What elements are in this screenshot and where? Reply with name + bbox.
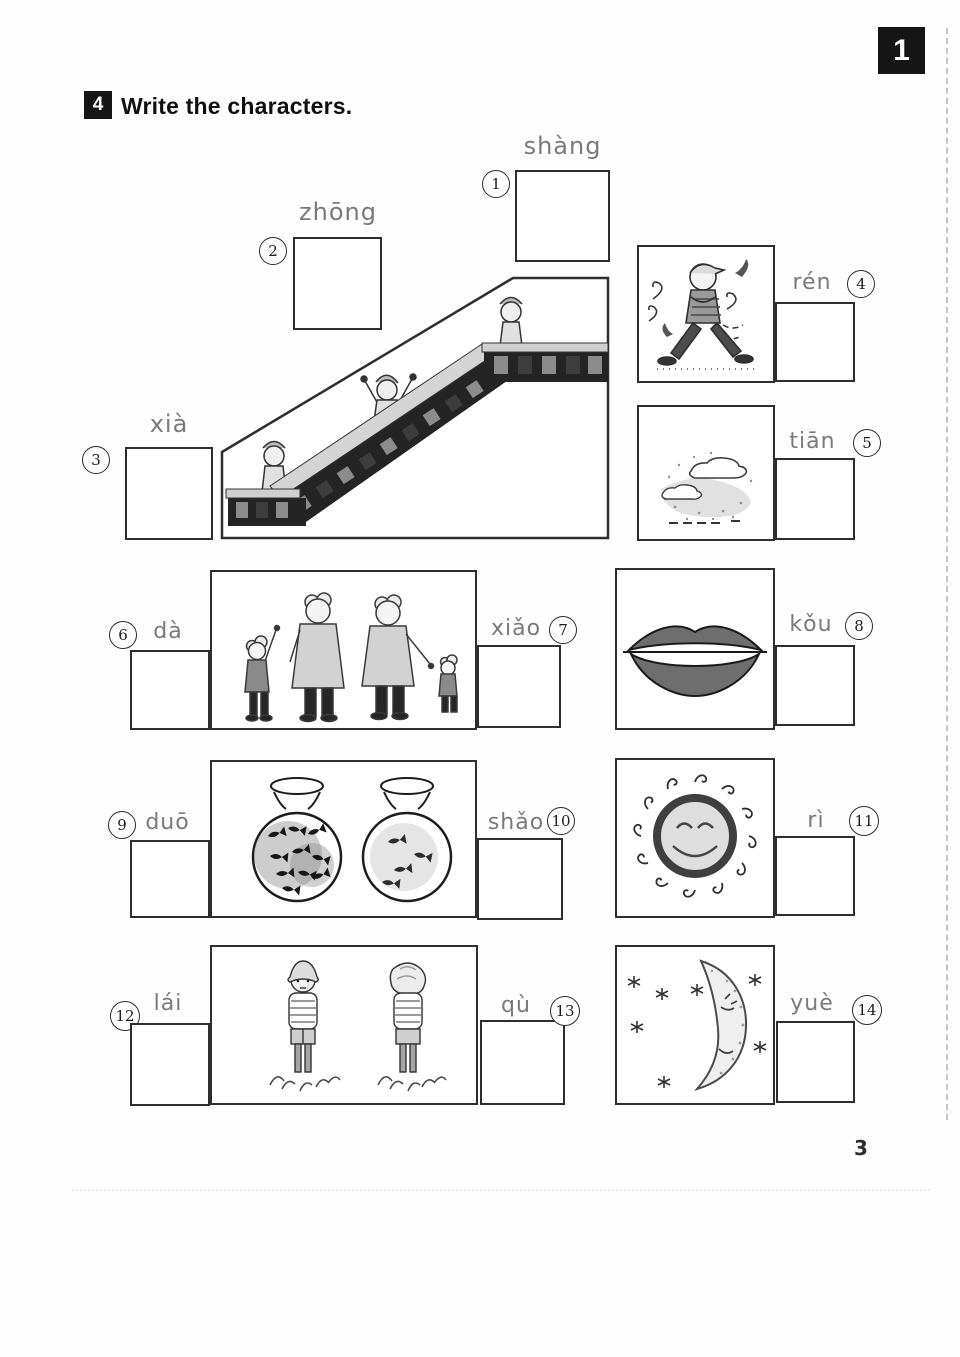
pinyin-label-shao: shǎo [487,810,545,835]
picture-box-da-xiao [210,570,477,730]
writing-box-qu[interactable] [480,1020,565,1105]
writing-box-shang[interactable] [515,170,610,262]
item-number-4: 4 [847,270,875,298]
mouth-lips-drawing [623,625,767,698]
pinyin-label-ren: rén [792,270,832,295]
item-number-5: 5 [853,429,881,457]
writing-box-tian[interactable] [775,458,855,540]
pinyin-label-lai: lái [153,991,183,1016]
writing-box-ren[interactable] [775,302,855,382]
pinyin-label-xia: xià [149,410,189,438]
writing-box-ri[interactable] [775,836,855,916]
page-number: 3 [854,1136,868,1160]
picture-box-ren [637,245,775,383]
escalator-drawing [220,276,610,540]
writing-box-yue[interactable] [776,1021,855,1103]
pinyin-label-qu: qù [501,993,531,1018]
exercise-number-badge: 4 [84,91,112,119]
item-number-13: 13 [550,996,580,1026]
picture-box-tian [637,405,775,541]
writing-box-zhong[interactable] [293,237,382,330]
item-number-14: 14 [852,995,882,1025]
picture-box-lai-qu [210,945,478,1105]
writing-box-shao[interactable] [477,838,563,920]
moon-stars-drawing [627,959,767,1091]
child-top [499,296,523,347]
item-number-6: 6 [109,621,137,649]
unit-number-badge: 1 [878,27,925,74]
pinyin-label-shang: shàng [523,132,602,160]
sun-rays [633,774,757,898]
item-number-7: 7 [549,616,577,644]
grass-tufts [269,1076,447,1092]
writing-box-kou[interactable] [775,645,855,726]
writing-box-duo[interactable] [130,840,210,918]
pinyin-label-kou: kǒu [789,612,833,637]
illustration-escalator-scene [218,274,612,542]
pinyin-label-da: dà [153,619,183,644]
page-binding-dashed-line [946,28,948,1120]
item-number-11: 11 [849,806,879,836]
exercise-title: Write the characters. [121,93,353,119]
fishbowls-drawing [251,777,453,903]
pinyin-label-tian: tiān [789,429,836,454]
item-number-3: 3 [82,446,110,474]
writing-box-xia[interactable] [125,447,213,540]
stars [627,974,767,1088]
picture-box-kou [615,568,775,730]
writing-box-da[interactable] [130,650,210,730]
picture-box-ri [615,758,775,918]
pinyin-label-yue: yuè [790,991,834,1016]
faint-dotted-line [72,1189,930,1191]
pinyin-label-zhong: zhōng [299,198,377,226]
item-number-9: 9 [108,811,136,839]
sky-clouds-drawing [661,451,753,524]
boys-coming-going-drawing [269,960,447,1092]
picture-box-yue [615,945,775,1105]
pinyin-label-ri: rì [807,808,825,833]
item-number-1: 1 [482,170,510,198]
item-number-12: 12 [110,1001,140,1031]
pinyin-label-xiao: xiǎo [490,616,542,641]
pinyin-label-duo: duō [145,810,190,835]
sun-drawing [633,774,757,898]
big-small-people-drawing [244,592,458,723]
writing-box-xiao[interactable] [477,645,561,728]
boy-in-wind-drawing [648,259,757,370]
picture-box-duo-shao [210,760,477,918]
writing-box-lai[interactable] [130,1023,210,1106]
item-number-2: 2 [259,237,287,265]
item-number-8: 8 [845,612,873,640]
item-number-10: 10 [547,807,575,835]
